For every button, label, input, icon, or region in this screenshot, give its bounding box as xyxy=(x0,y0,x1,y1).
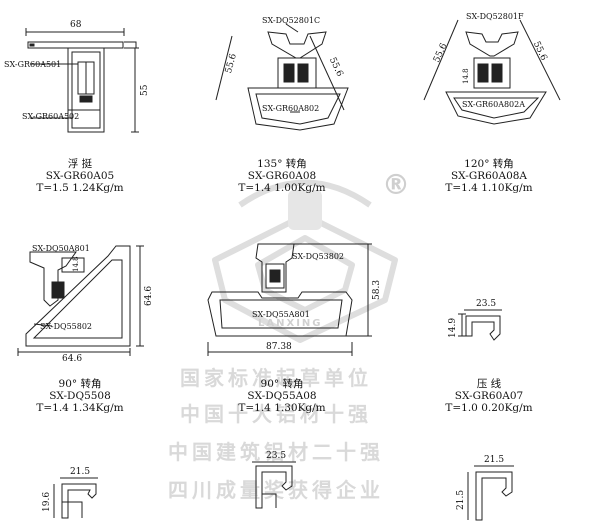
watermark-logo-text: LANXING xyxy=(258,318,323,329)
caption-p2: 135° 转角 SX-GR60A08 T=1.4 1.00Kg/m xyxy=(222,158,342,194)
profile-p7-drawing xyxy=(53,477,98,519)
caption-model: SX-GR60A08A xyxy=(450,170,528,182)
dim-p5-width: 87.38 xyxy=(266,342,292,352)
caption-model: SX-GR60A08 xyxy=(247,170,317,182)
caption-name: 120° 转角 xyxy=(464,158,514,170)
dim-p6-width: 23.5 xyxy=(476,299,497,309)
watermark-line-3: 中国建筑铝材二十强 xyxy=(168,440,384,464)
profile-p8-drawing xyxy=(252,461,296,509)
caption-p1: 浮 挺 SX-GR60A05 T=1.5 1.24Kg/m xyxy=(20,158,140,194)
part-label: SX-DQ50A801 xyxy=(32,244,90,253)
caption-spec: T=1.4 1.00Kg/m xyxy=(238,182,326,194)
watermark-line-2: 中国十大铝材十强 xyxy=(180,402,372,426)
dim-p1-height: 55 xyxy=(140,84,150,96)
caption-p3: 120° 转角 SX-GR60A08A T=1.4 1.10Kg/m xyxy=(424,158,554,194)
dim-p8-width: 23.5 xyxy=(266,451,287,461)
dim-p4-width: 64.6 xyxy=(62,354,83,364)
dim-p7-height: 19.6 xyxy=(42,491,52,512)
profile-p3-drawing xyxy=(423,19,561,125)
registered-mark: ® xyxy=(382,168,410,201)
caption-p4: 90° 转角 SX-DQ5508 T=1.4 1.34Kg/m xyxy=(20,378,140,414)
watermark-line-1: 国家标准起草单位 xyxy=(180,366,372,390)
dim-p9-width: 21.5 xyxy=(484,455,505,465)
profile-p9-drawing xyxy=(467,465,514,521)
part-label: SX-GR60A802A xyxy=(462,100,526,109)
profile-p6-drawing xyxy=(458,309,502,341)
caption-p5: 90° 转角 SX-DQ55A08 T=1.4 1.30Kg/m xyxy=(222,378,342,414)
dim-p5-height: 58.3 xyxy=(372,279,382,300)
part-label: SX-GR60A802 xyxy=(262,104,320,113)
dim-p3-small: 14.8 xyxy=(462,68,470,84)
profile-p5-drawing xyxy=(207,243,372,356)
caption-spec: T=1.4 1.34Kg/m xyxy=(36,402,124,414)
profile-p4-drawing xyxy=(17,245,144,356)
caption-name: 压 线 xyxy=(476,378,502,390)
profile-p1-drawing xyxy=(25,28,139,133)
caption-name: 90° 转角 xyxy=(58,378,102,390)
caption-model: SX-DQ5508 xyxy=(49,390,111,402)
part-label: SX-DQ55A801 xyxy=(252,310,310,319)
part-label: SX-DQ52801F xyxy=(466,12,524,21)
part-label: SX-DQ55802 xyxy=(40,322,93,331)
caption-spec: T=1.5 1.24Kg/m xyxy=(36,182,124,194)
dim-p4-height: 64.6 xyxy=(144,285,154,306)
dim-p7-width: 21.5 xyxy=(70,467,91,477)
caption-name: 135° 转角 xyxy=(257,158,307,170)
caption-spec: T=1.4 1.10Kg/m xyxy=(445,182,533,194)
watermark-line-4: 四川成量奖获得企业 xyxy=(168,478,384,502)
caption-model: SX-GR60A05 xyxy=(45,170,115,182)
dim-p9-height: 21.5 xyxy=(456,489,466,510)
caption-name: 浮 挺 xyxy=(67,158,93,170)
caption-name: 90° 转角 xyxy=(260,378,304,390)
caption-p6: 压 线 SX-GR60A07 T=1.0 0.20Kg/m xyxy=(424,378,554,414)
dim-p4-small: 14.8 xyxy=(72,256,80,272)
part-label: SX-GR60A502 xyxy=(22,112,80,121)
dim-p1-width: 68 xyxy=(70,20,82,30)
caption-spec: T=1.0 0.20Kg/m xyxy=(445,402,533,414)
part-label: SX-DQ53802 xyxy=(292,252,345,261)
part-label: SX-GR60A501 xyxy=(4,60,62,69)
caption-spec: T=1.4 1.30Kg/m xyxy=(238,402,326,414)
profile-p2-drawing xyxy=(215,23,349,131)
caption-model: SX-GR60A07 xyxy=(454,390,524,402)
caption-model: SX-DQ55A08 xyxy=(247,390,317,402)
dim-p6-height: 14.9 xyxy=(448,317,458,338)
part-label: SX-DQ52801C xyxy=(262,16,321,25)
